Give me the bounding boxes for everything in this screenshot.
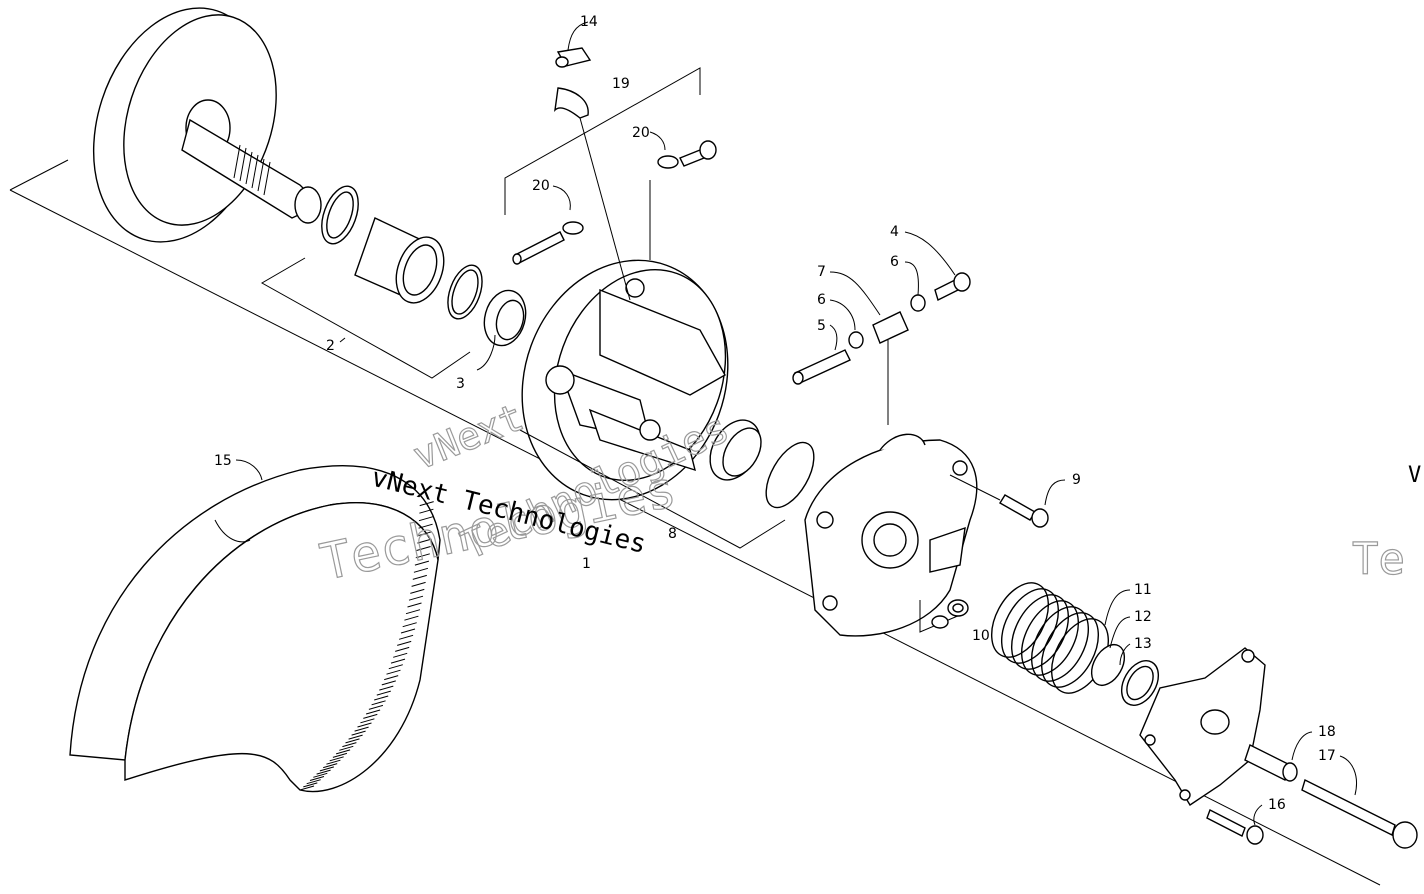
drive-belt <box>69 465 441 793</box>
callout-10: 10 <box>972 628 990 644</box>
callout-12: 12 <box>1134 609 1152 625</box>
callout-1: 1 <box>582 556 591 572</box>
callout-13: 13 <box>1134 636 1152 652</box>
bearing <box>483 289 527 347</box>
callout-5: 5 <box>817 318 826 334</box>
cam-arm <box>554 47 631 301</box>
callout-3: 3 <box>456 376 465 392</box>
assembly-axis <box>9 159 1381 886</box>
callout-4: 4 <box>890 224 899 240</box>
nut-washer <box>931 599 969 629</box>
callout-6-left: 6 <box>817 292 826 308</box>
pin-left <box>512 221 584 265</box>
callout-6-right: 6 <box>890 254 899 270</box>
callout-20-right: 20 <box>632 125 650 141</box>
ring-pair <box>709 419 815 509</box>
leader-lines <box>235 21 1357 826</box>
watermark-edge-top: V <box>1408 463 1421 488</box>
sleeve-18 <box>1244 744 1298 782</box>
callout-17: 17 <box>1318 748 1336 764</box>
spring <box>990 582 1110 694</box>
callout-2: 2 <box>326 338 335 354</box>
bolt-9 <box>949 474 1049 528</box>
watermark-edge-bottom: Te <box>1352 534 1405 585</box>
belt-teeth <box>299 501 434 791</box>
callout-20-left: 20 <box>532 178 550 194</box>
callout-11: 11 <box>1134 582 1152 598</box>
callout-8: 8 <box>668 526 677 542</box>
callout-9: 9 <box>1072 472 1081 488</box>
snap-rings <box>1090 644 1160 706</box>
spider-housing <box>804 433 978 637</box>
callout-labels: 14 19 20 20 4 6 7 6 5 2 3 15 9 8 1 11 12… <box>214 14 1336 813</box>
callout-7: 7 <box>817 264 826 280</box>
bushing-group <box>260 185 483 379</box>
roller-pin-set <box>792 272 971 425</box>
callout-15: 14 <box>580 14 598 30</box>
watermark-vnext-outline: vNext <box>407 395 530 479</box>
callout-14: 16 <box>1268 797 1286 813</box>
fixed-sheave <box>92 7 322 243</box>
movable-sheave <box>504 67 786 549</box>
callout-19: 19 <box>612 76 630 92</box>
callout-16: 15 <box>214 453 232 469</box>
callout-18: 18 <box>1318 724 1336 740</box>
spider-plate <box>1139 647 1266 806</box>
bolt-17 <box>1301 779 1418 849</box>
bolt-right <box>649 140 717 260</box>
bolt-14 <box>1206 809 1264 845</box>
